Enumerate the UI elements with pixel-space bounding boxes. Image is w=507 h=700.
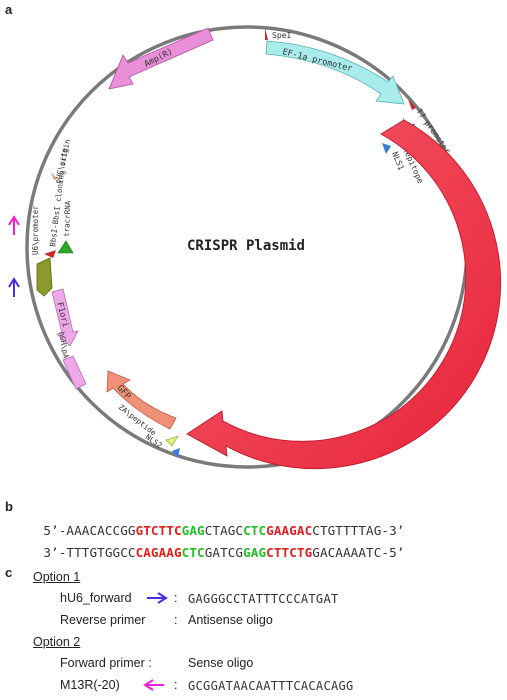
option1-row2-value: Antisense oligo: [188, 613, 273, 627]
sequence-top: 5’-AAACACCGGGTCTTCGAGCTAGCCTCGAAGACCTGTT…: [28, 508, 404, 538]
f1ori-label: F1ori: [54, 301, 70, 328]
plasmid-map: Amp(R) EF-1a promoter SpeI T7 promoter N…: [8, 25, 502, 470]
amp-feature: [108, 27, 214, 90]
seq-bottom-4: GAG: [243, 545, 267, 560]
seq-top-3: CTAGC: [204, 523, 244, 538]
u6-upward-arrow-icon: [8, 277, 20, 297]
option2-title: Option 2: [33, 635, 81, 649]
seq-bottom-0: 3’-TTTGTGGCC: [43, 545, 136, 560]
option1-title: Option 1: [33, 570, 81, 584]
seq-top-6: CTGTTTTAG-3’: [312, 523, 405, 538]
hgh-feature: [62, 355, 87, 390]
nls1-marker: [382, 143, 391, 154]
seq-bottom-3: GATCG: [204, 545, 244, 560]
seq-bottom-5: CTTCTG: [266, 545, 313, 560]
option1-row2-colon: :: [174, 613, 178, 627]
seq-bottom-1: CAGAAG: [135, 545, 182, 560]
seq-top-2: GAG: [181, 523, 205, 538]
option2-row1-label: Forward primer :: [60, 656, 152, 670]
panel-c-letter: c: [5, 565, 13, 580]
option2-row2-value: GCGGATAACAATTTCACACAGG: [188, 679, 354, 693]
cas9-label: Cas9: [374, 364, 392, 387]
f1ori-feature: [51, 288, 79, 347]
sequence-bottom: 3’-TTTGTGGCCCAGAAGCTCGATCGGAGCTTCTGGACAA…: [28, 530, 404, 560]
puc-label: pUC\origin: [53, 138, 72, 184]
ef1a-feature: [265, 40, 405, 105]
forward-arrow-icon: [147, 592, 168, 604]
seq-top-1: GTCTTC: [135, 523, 182, 538]
option2-row2-colon: :: [174, 678, 178, 692]
u6-label: U6\promoter: [31, 205, 40, 255]
cas9-feature: [186, 119, 502, 470]
plasmid-title: CRISPR Plasmid: [187, 238, 305, 254]
tracrrna-label: tracrRNA: [62, 200, 72, 237]
option2-row1-value: Sense oligo: [188, 656, 254, 670]
seq-top-4: CTC: [243, 523, 267, 538]
u6-forward-arrow-icon: [8, 215, 20, 235]
option1-row1-colon: :: [174, 591, 178, 605]
seq-bottom-6: GACAAAATC-5’: [312, 545, 405, 560]
tracrrna-marker: [57, 240, 74, 254]
t7-marker: [408, 99, 416, 110]
nls2-marker: [172, 448, 180, 458]
spei-label: SpeI: [272, 31, 291, 40]
panel-a-letter: a: [5, 2, 13, 17]
panel-b-letter: b: [5, 499, 13, 514]
bbsi-marker: [44, 250, 56, 258]
gfp-feature: [106, 370, 177, 430]
reverse-arrow-icon: [143, 679, 164, 691]
u6-feature: [36, 257, 53, 297]
seq-top-0: 5’-AAACACCGG: [43, 523, 136, 538]
option1-row1-value: GAGGGCCTATTTCCCATGAT: [188, 592, 339, 606]
za-marker: [165, 435, 179, 447]
seq-top-5: GAAGAC: [266, 523, 313, 538]
spei-marker: [265, 28, 268, 40]
option2-row2-label: M13R(-20): [60, 678, 120, 692]
option1-row2-label: Reverse primer: [60, 613, 146, 627]
option1-row1-label: hU6_forward: [60, 591, 132, 605]
puc-marker: [51, 172, 57, 180]
seq-bottom-2: CTC: [181, 545, 205, 560]
